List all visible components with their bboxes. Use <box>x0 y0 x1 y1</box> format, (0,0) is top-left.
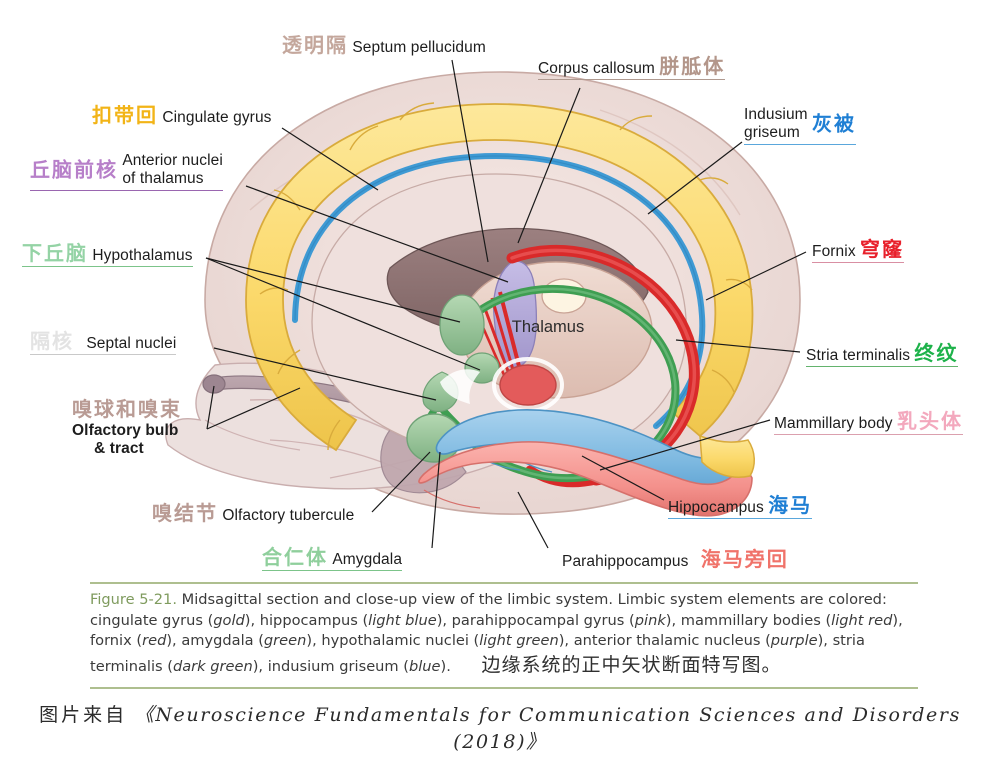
label-hippocampus-cn: 海马 <box>768 493 813 517</box>
label-indusium-griseum-cn: 灰被 <box>812 111 857 136</box>
label-amygdala-cn: 合仁体 <box>262 545 328 569</box>
label-fornix-en: Fornix <box>812 243 856 260</box>
label-septum-pellucidum-cn: 透明隔 <box>282 33 348 57</box>
label-stria-terminalis[interactable]: Stria terminalis 终纹 <box>806 341 959 368</box>
label-anterior-nuclei-en-line2: of thalamus <box>122 169 204 187</box>
label-hippocampus-en: Hippocampus <box>668 499 764 516</box>
label-olfactory-tubercule-cn: 嗅结节 <box>152 501 218 525</box>
label-stria-terminalis-en: Stria terminalis <box>806 347 911 364</box>
caption-text-block: Figure 5-21. Midsagittal section and clo… <box>90 590 918 679</box>
label-olfactory-tubercule[interactable]: 嗅结节 Olfactory tubercule <box>152 502 354 524</box>
label-mammillary-body[interactable]: Mammillary body 乳头体 <box>774 409 963 436</box>
label-cingulate-gyrus[interactable]: 扣带回 Cingulate gyrus <box>92 104 272 126</box>
label-olfactory-bulb-and-tract[interactable]: 嗅球和嗅束 Olfactory bulb & tract <box>72 398 182 458</box>
label-anterior-nuclei-of-thalamus[interactable]: 丘脑前核 Anterior nuclei of thalamus <box>30 152 223 191</box>
label-septum-pellucidum[interactable]: 透明隔 Septum pellucidum <box>282 34 486 56</box>
label-fornix[interactable]: Fornix 穹窿 <box>812 237 904 264</box>
source-attribution: 图片来自 《Neuroscience Fundamentals for Comm… <box>0 700 1000 754</box>
figure-caption: Figure 5-21. Midsagittal section and clo… <box>90 582 918 690</box>
label-amygdala[interactable]: 合仁体 Amygdala <box>262 545 403 572</box>
label-septal-nuclei-en: Septal nuclei <box>86 335 177 352</box>
label-corpus-callosum-en: Corpus callosum <box>538 60 655 77</box>
label-parahippocampus[interactable]: Parahippocampus 海马旁回 <box>562 548 789 570</box>
label-olfactory-bulb-cn: 嗅球和嗅束 <box>72 397 182 421</box>
label-anterior-nuclei-cn: 丘脑前核 <box>30 157 118 182</box>
label-cingulate-gyrus-en: Cingulate gyrus <box>162 109 272 126</box>
label-hypothalamus-en: Hypothalamus <box>92 247 193 264</box>
caption-chinese: 边缘系统的正中矢状断面特写图。 <box>481 654 782 677</box>
label-hypothalamus-cn: 下丘脑 <box>22 241 88 265</box>
source-prefix-cn: 图片来自 <box>39 704 128 726</box>
limbic-system-illustration: Thalamus <box>165 59 807 549</box>
label-indusium-griseum[interactable]: Indusium griseum 灰被 <box>744 106 857 145</box>
label-fornix-cn: 穹窿 <box>859 237 904 261</box>
caption-body: Midsagittal section and close-up view of… <box>90 591 903 676</box>
thalamus-inline-label: Thalamus <box>512 318 584 336</box>
source-title-en: 《Neuroscience Fundamentals for Communica… <box>134 704 961 753</box>
mammillary-body-structure <box>492 357 564 413</box>
parahippocampal-gyrus-structure <box>418 441 753 517</box>
label-hypothalamus[interactable]: 下丘脑 Hypothalamus <box>22 241 193 268</box>
label-indusium-griseum-en-line1: Indusium <box>744 106 808 123</box>
caption-figure-number: Figure 5-21. <box>90 591 177 608</box>
label-anterior-nuclei-en-line1: Anterior nuclei <box>122 152 223 169</box>
label-parahippocampus-en: Parahippocampus <box>562 553 689 570</box>
label-olfactory-tubercule-en: Olfactory tubercule <box>222 507 355 524</box>
label-indusium-griseum-en-line2: griseum <box>744 123 800 141</box>
label-cingulate-gyrus-cn: 扣带回 <box>92 103 158 127</box>
label-mammillary-body-en: Mammillary body <box>774 415 893 432</box>
label-olfactory-bulb-en-line2: & tract <box>94 439 144 457</box>
label-septal-nuclei[interactable]: 隔核 Septal nuclei <box>30 329 177 356</box>
label-parahippocampus-cn: 海马旁回 <box>700 547 789 571</box>
label-septal-nuclei-cn: 隔核 <box>30 329 74 353</box>
label-corpus-callosum[interactable]: Corpus callosum 胼胝体 <box>538 54 726 81</box>
label-septum-pellucidum-en: Septum pellucidum <box>352 39 486 56</box>
label-hippocampus[interactable]: Hippocampus 海马 <box>668 493 813 520</box>
cingulate-gyrus-structure <box>245 102 754 452</box>
label-amygdala-en: Amygdala <box>332 551 403 568</box>
cingulate-isthmus-tail <box>699 434 755 478</box>
basal-white-band <box>440 369 480 404</box>
label-mammillary-body-cn: 乳头体 <box>896 409 963 433</box>
label-stria-terminalis-cn: 终纹 <box>914 341 959 365</box>
label-olfactory-bulb-en-line1: Olfactory bulb <box>72 422 179 439</box>
label-corpus-callosum-cn: 胼胝体 <box>659 54 726 78</box>
leader-lines <box>205 59 807 549</box>
